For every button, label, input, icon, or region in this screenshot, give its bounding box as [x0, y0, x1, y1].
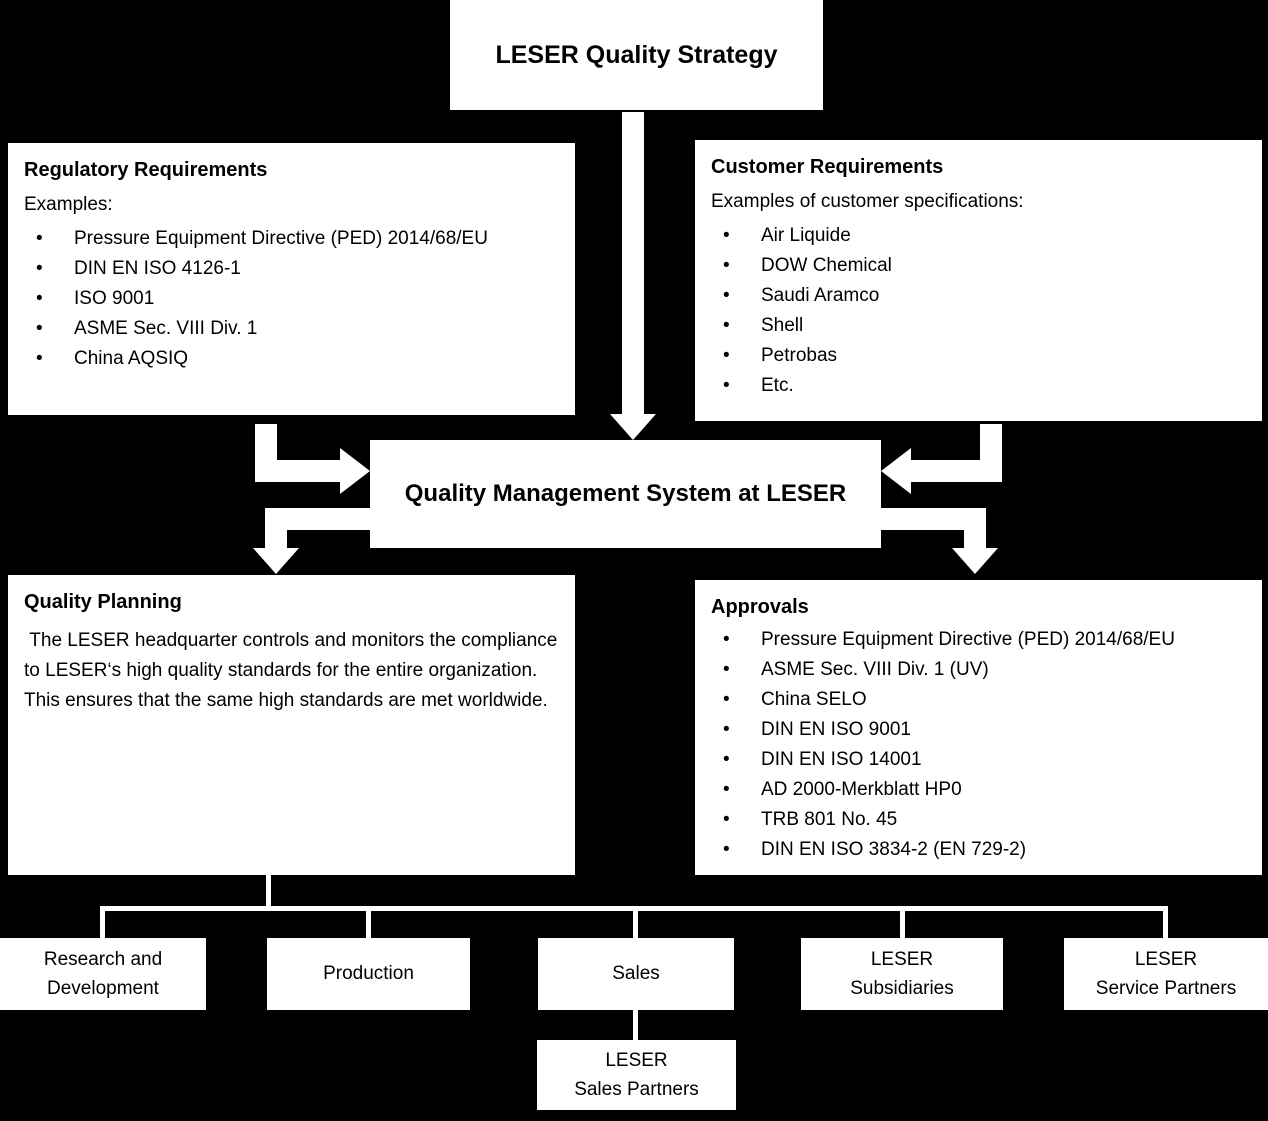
- list-item: TRB 801 No. 45: [711, 805, 1246, 835]
- arrow-head-icon: [340, 448, 370, 494]
- org-node-sales: Sales: [538, 938, 734, 1010]
- connector-line: [366, 906, 371, 938]
- arrow-shaft: [265, 508, 370, 530]
- list-item: ASME Sec. VIII Div. 1: [24, 314, 559, 344]
- planning-box: Quality Planning The LESER headquarter c…: [8, 575, 575, 875]
- list-item: DOW Chemical: [711, 251, 1246, 281]
- org-node-label: LESER: [870, 948, 934, 970]
- connector-line: [100, 906, 105, 938]
- list-item: DIN EN ISO 4126-1: [24, 254, 559, 284]
- arrow-shaft: [622, 112, 644, 416]
- title-box: LESER Quality Strategy: [450, 0, 823, 110]
- org-node-leser-subsidiaries: LESER Subsidiaries: [801, 938, 1003, 1010]
- arrow-head-icon: [952, 548, 998, 574]
- list-item: Saudi Aramco: [711, 281, 1246, 311]
- connector-line: [266, 875, 271, 909]
- customer-title: Customer Requirements: [711, 156, 944, 178]
- list-item: China SELO: [711, 685, 1246, 715]
- customer-intro: Examples of customer specifications:: [711, 191, 1024, 212]
- approvals-box: Approvals Pressure Equipment Directive (…: [695, 580, 1262, 875]
- arrow-shaft: [964, 508, 986, 550]
- title-label: LESER Quality Strategy: [495, 40, 778, 69]
- customer-box: Customer Requirements Examples of custom…: [695, 140, 1262, 421]
- org-node-production: Production: [267, 938, 470, 1010]
- connector-line: [900, 906, 905, 938]
- list-item: ISO 9001: [24, 284, 559, 314]
- org-node-research-development: Research and Development: [0, 938, 206, 1010]
- connector-line: [1163, 906, 1168, 938]
- arrow-head-icon: [881, 448, 911, 494]
- regulatory-list: Pressure Equipment Directive (PED) 2014/…: [24, 224, 559, 374]
- org-node-label: Service Partners: [1095, 978, 1237, 999]
- arrow-shaft: [911, 460, 1002, 482]
- org-node-label: Research and: [43, 948, 163, 970]
- org-node-label: LESER: [605, 1049, 668, 1071]
- qms-box: Quality Management System at LESER: [370, 440, 881, 548]
- arrow-head-icon: [610, 414, 656, 440]
- list-item: China AQSIQ: [24, 344, 559, 374]
- approvals-list: Pressure Equipment Directive (PED) 2014/…: [711, 625, 1246, 865]
- list-item: AD 2000-Merkblatt HP0: [711, 775, 1246, 805]
- arrow-shaft: [255, 460, 342, 482]
- qms-label: Quality Management System at LESER: [404, 479, 847, 507]
- planning-paragraph: The LESER headquarter controls and monit…: [24, 630, 563, 681]
- org-node-label: Subsidiaries: [850, 978, 954, 999]
- planning-title: Quality Planning: [24, 591, 182, 613]
- arrow-shaft: [265, 508, 287, 550]
- org-node-label: LESER: [1134, 948, 1198, 970]
- connector-line: [633, 906, 638, 938]
- org-node-leser-sales-partners: LESER Sales Partners: [537, 1040, 736, 1110]
- org-node-label: Sales Partners: [574, 1079, 699, 1100]
- approvals-title: Approvals: [711, 596, 809, 618]
- list-item: Pressure Equipment Directive (PED) 2014/…: [711, 625, 1246, 655]
- connector-line: [633, 1010, 638, 1040]
- org-node-label: Sales: [612, 963, 660, 985]
- org-node-label: Production: [323, 963, 414, 985]
- list-item: DIN EN ISO 14001: [711, 745, 1246, 775]
- org-node-label: Development: [47, 978, 159, 999]
- regulatory-intro: Examples:: [24, 194, 113, 215]
- list-item: Shell: [711, 311, 1246, 341]
- list-item: ASME Sec. VIII Div. 1 (UV): [711, 655, 1246, 685]
- org-node-leser-service-partners: LESER Service Partners: [1064, 938, 1268, 1010]
- list-item: Pressure Equipment Directive (PED) 2014/…: [24, 224, 559, 254]
- regulatory-title: Regulatory Requirements: [24, 159, 268, 181]
- list-item: DIN EN ISO 3834-2 (EN 729-2): [711, 835, 1246, 865]
- planning-paragraph: This ensures that the same high standard…: [24, 690, 548, 711]
- arrow-head-icon: [253, 548, 299, 574]
- arrow-shaft: [881, 508, 986, 530]
- list-item: Petrobas: [711, 341, 1246, 371]
- list-item: Air Liquide: [711, 221, 1246, 251]
- list-item: DIN EN ISO 9001: [711, 715, 1246, 745]
- list-item: Etc.: [711, 371, 1246, 401]
- regulatory-box: Regulatory Requirements Examples: Pressu…: [8, 143, 575, 415]
- customer-list: Air Liquide DOW Chemical Saudi Aramco Sh…: [711, 221, 1246, 401]
